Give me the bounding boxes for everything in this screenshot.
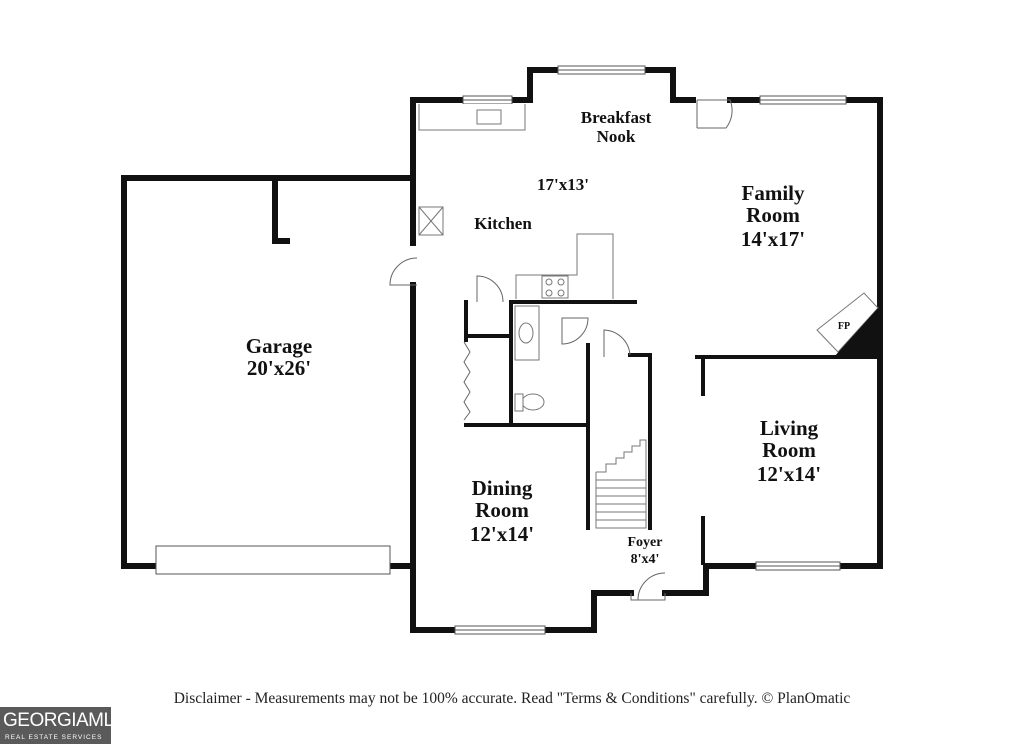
stair-wall-right	[628, 353, 652, 530]
garage-wall	[121, 175, 416, 569]
door-nook-exterior	[696, 99, 733, 129]
kitchen-counter-top	[418, 104, 526, 131]
nook-bay-right	[642, 67, 696, 103]
walls	[121, 67, 883, 633]
breakfast-nook-label-2: Nook	[597, 127, 636, 146]
kitchen-island	[515, 233, 614, 299]
garage-size: 20'x26'	[247, 356, 311, 380]
family-right-wall	[837, 97, 883, 569]
stairs	[595, 439, 647, 529]
family-room-size: 14'x17'	[741, 227, 805, 251]
georgia-mls-logo: GEORGIAMLS REAL ESTATE SERVICES	[0, 707, 126, 744]
door-front	[630, 572, 666, 601]
door-closet	[476, 275, 504, 303]
logo-sub-text: REAL ESTATE SERVICES	[5, 734, 103, 741]
kitchen-sink	[476, 109, 502, 125]
family-room-label-1: Family	[742, 181, 805, 205]
disclaimer-text: Disclaimer - Measurements may not be 100…	[173, 690, 851, 707]
dining-bottom-wall	[410, 563, 458, 633]
dining-room-size: 12'x14'	[470, 522, 534, 546]
bath-sink	[518, 322, 534, 344]
fixtures	[418, 104, 647, 529]
living-bottom-left	[662, 563, 759, 596]
nook-bay-left	[509, 67, 561, 103]
logo-main-text: GEORGIAMLS	[3, 710, 126, 731]
kitchen-size: 17'x13'	[537, 175, 589, 194]
doors	[389, 99, 733, 601]
bifold-door	[463, 341, 471, 421]
door-bath	[561, 317, 589, 345]
living-room-size: 12'x14'	[757, 462, 821, 486]
door-garage-kitchen	[389, 257, 418, 286]
fireplace-label: FP	[838, 321, 850, 332]
living-room-label-2: Room	[762, 438, 816, 462]
breakfast-nook-label-1: Breakfast	[581, 108, 652, 127]
garage-stub	[272, 179, 290, 244]
garage-door	[155, 545, 391, 575]
fireplace: FP	[816, 292, 879, 357]
cooktop	[541, 275, 569, 299]
garage-label: Garage	[246, 334, 312, 358]
windows	[155, 65, 847, 635]
house-top-left-wall	[410, 97, 466, 181]
dining-room-label-1: Dining	[472, 476, 533, 500]
dining-room-label-2: Room	[475, 498, 529, 522]
door-stair	[603, 329, 631, 357]
living-room-label-1: Living	[760, 416, 819, 440]
foyer-label: Foyer	[628, 535, 663, 550]
garage-wall-right	[387, 282, 416, 569]
foyer-bottom-left	[542, 590, 634, 633]
family-room-label-2: Room	[746, 203, 800, 227]
kitchen-label: Kitchen	[474, 214, 532, 233]
toilet	[521, 393, 545, 411]
foyer-size: 8'x4'	[631, 552, 660, 567]
room-labels: Breakfast Nook 17'x13' Kitchen Family Ro…	[246, 108, 821, 567]
